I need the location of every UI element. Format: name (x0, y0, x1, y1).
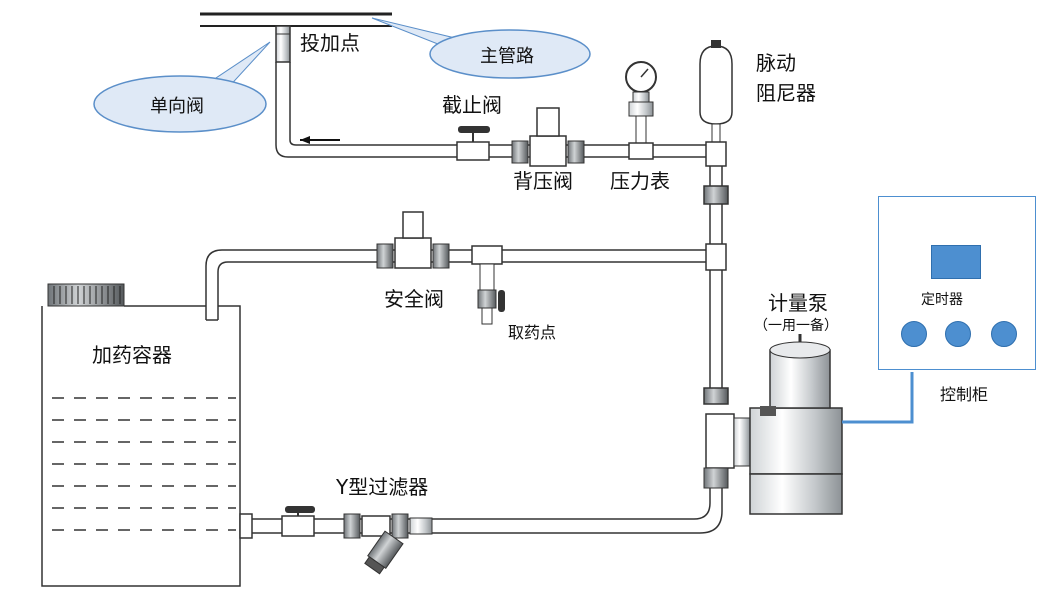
label-check-valve: 单向阀 (150, 96, 204, 117)
label-main-pipe: 主管路 (480, 46, 534, 67)
label-damper-2: 阻尼器 (756, 81, 816, 105)
control-cable (842, 372, 914, 424)
y-strainer (343, 513, 433, 575)
safety-return-pipe (205, 249, 706, 321)
label-metering-pump: 计量泵 (768, 291, 828, 315)
control-knob-right[interactable] (991, 321, 1017, 347)
label-safety-valve: 安全阀 (384, 287, 444, 311)
shutoff-valve-upper (456, 126, 490, 161)
check-valve (275, 25, 291, 63)
sampling-valve (471, 245, 505, 325)
timer-display (931, 245, 981, 279)
discharge-pipe-upper (275, 62, 710, 158)
dosing-tank (41, 283, 241, 587)
control-knob-middle[interactable] (945, 321, 971, 347)
safety-valve (376, 211, 450, 269)
label-back-pressure-valve: 背压阀 (513, 169, 573, 193)
label-sampling-point: 取药点 (508, 323, 557, 342)
label-dosing-tank: 加药容器 (92, 343, 172, 367)
pulsation-damper (699, 40, 733, 145)
label-damper-1: 脉动 (756, 51, 796, 75)
back-pressure-valve (511, 107, 585, 167)
label-pressure-gauge: 压力表 (610, 169, 670, 193)
label-control-cabinet: 控制柜 (940, 385, 989, 404)
label-pump-note: （一用一备） (754, 318, 838, 334)
suction-pipe (239, 488, 723, 539)
main-pipe (200, 12, 392, 27)
discharge-riser (703, 141, 729, 405)
label-dosing-point: 投加点 (300, 31, 360, 55)
bubble-main-pipe (371, 17, 591, 79)
shutoff-valve-lower (281, 506, 315, 537)
control-cabinet-panel: 定时器 (878, 196, 1036, 370)
bubble-check-valve (93, 41, 271, 133)
label-shutoff-valve: 截止阀 (442, 93, 502, 117)
label-timer: 定时器 (921, 292, 963, 308)
pressure-gauge (625, 61, 657, 160)
control-knob-left[interactable] (901, 321, 927, 347)
label-y-strainer: Y型过滤器 (336, 475, 429, 499)
metering-pump (703, 334, 843, 515)
